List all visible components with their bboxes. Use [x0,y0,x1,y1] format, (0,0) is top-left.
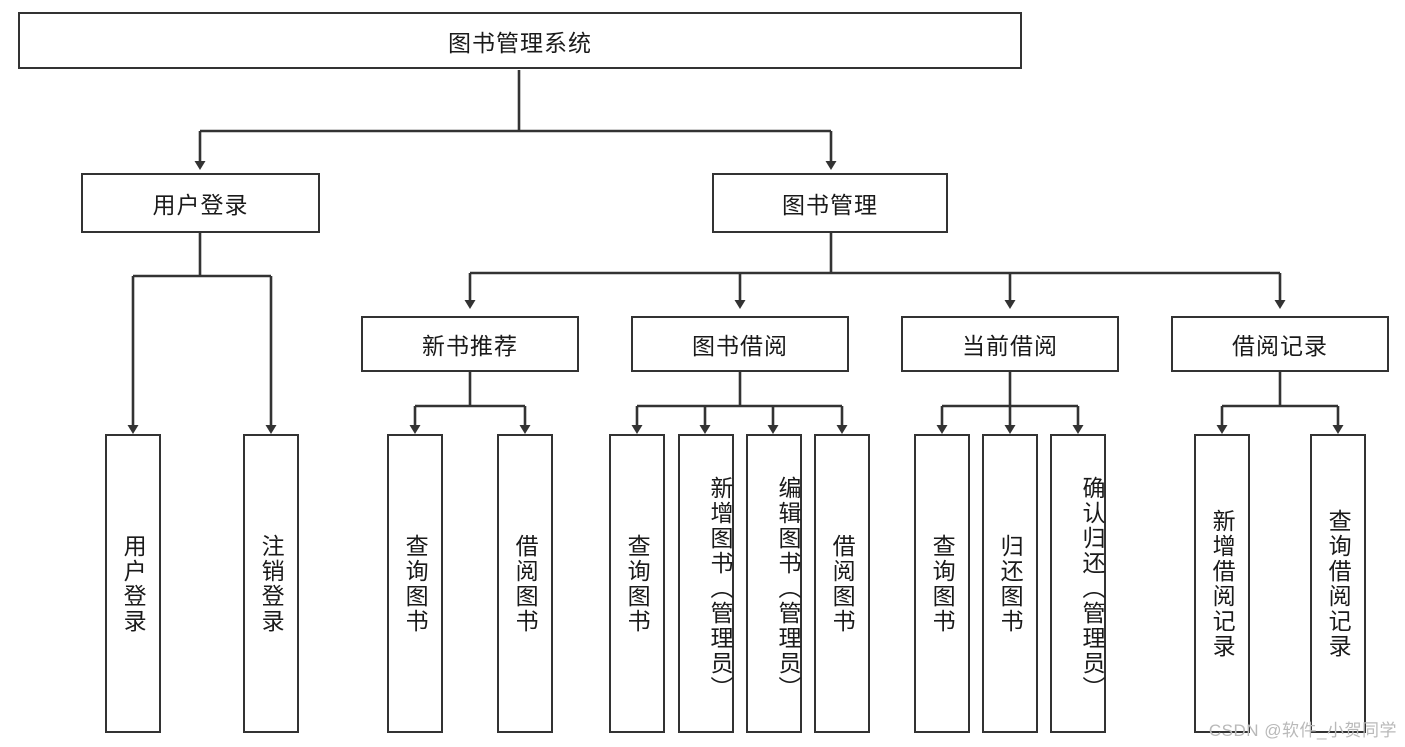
leaf-add-book-label: 新增图书（管理员） [707,476,733,701]
leaf-query-book-2-label: 查询图书 [624,533,651,634]
node-book-manage[interactable]: 图书管理 [712,173,948,233]
leaf-return-book-label: 归还图书 [997,533,1024,634]
leaf-query-record-label: 查询借阅记录 [1325,508,1352,659]
node-user-login-label: 用户登录 [152,192,249,218]
node-new-book-recommend[interactable]: 新书推荐 [361,316,579,372]
leaf-edit-book-label: 编辑图书（管理员） [775,476,801,701]
leaf-user-login[interactable]: 用户登录 [105,434,161,733]
leaf-add-record[interactable]: 新增借阅记录 [1194,434,1250,733]
node-new-book-recommend-label: 新书推荐 [422,333,518,359]
leaf-query-book-1[interactable]: 查询图书 [387,434,443,733]
leaf-query-book-2[interactable]: 查询图书 [609,434,665,733]
leaf-confirm-return[interactable]: 确认归还（管理员） [1050,434,1106,733]
node-root[interactable]: 图书管理系统 [18,12,1022,69]
watermark: CSDN @软件_小贺同学 [1208,721,1397,740]
node-book-borrow[interactable]: 图书借阅 [631,316,849,372]
node-book-manage-label: 图书管理 [782,192,878,218]
leaf-logout-login[interactable]: 注销登录 [243,434,299,733]
leaf-query-book-1-label: 查询图书 [402,533,429,634]
leaf-borrow-book-1-label: 借阅图书 [512,533,539,634]
node-borrow-record[interactable]: 借阅记录 [1171,316,1389,372]
leaf-borrow-book-1[interactable]: 借阅图书 [497,434,553,733]
leaf-confirm-return-label: 确认归还（管理员） [1079,476,1105,701]
leaf-borrow-book-2[interactable]: 借阅图书 [814,434,870,733]
leaf-edit-book[interactable]: 编辑图书（管理员） [746,434,802,733]
node-root-label: 图书管理系统 [448,29,592,56]
leaf-logout-login-label: 注销登录 [258,533,285,634]
leaf-borrow-book-2-label: 借阅图书 [829,533,856,634]
node-current-borrow[interactable]: 当前借阅 [901,316,1119,372]
leaf-return-book[interactable]: 归还图书 [982,434,1038,733]
node-book-borrow-label: 图书借阅 [692,333,788,359]
leaf-query-book-3[interactable]: 查询图书 [914,434,970,733]
leaf-add-book[interactable]: 新增图书（管理员） [678,434,734,733]
leaf-query-record[interactable]: 查询借阅记录 [1310,434,1366,733]
leaf-query-book-3-label: 查询图书 [929,533,956,634]
node-current-borrow-label: 当前借阅 [962,333,1058,359]
leaf-user-login-label: 用户登录 [120,533,147,634]
leaf-add-record-label: 新增借阅记录 [1209,508,1236,659]
node-borrow-record-label: 借阅记录 [1232,333,1328,359]
node-user-login[interactable]: 用户登录 [81,173,320,233]
